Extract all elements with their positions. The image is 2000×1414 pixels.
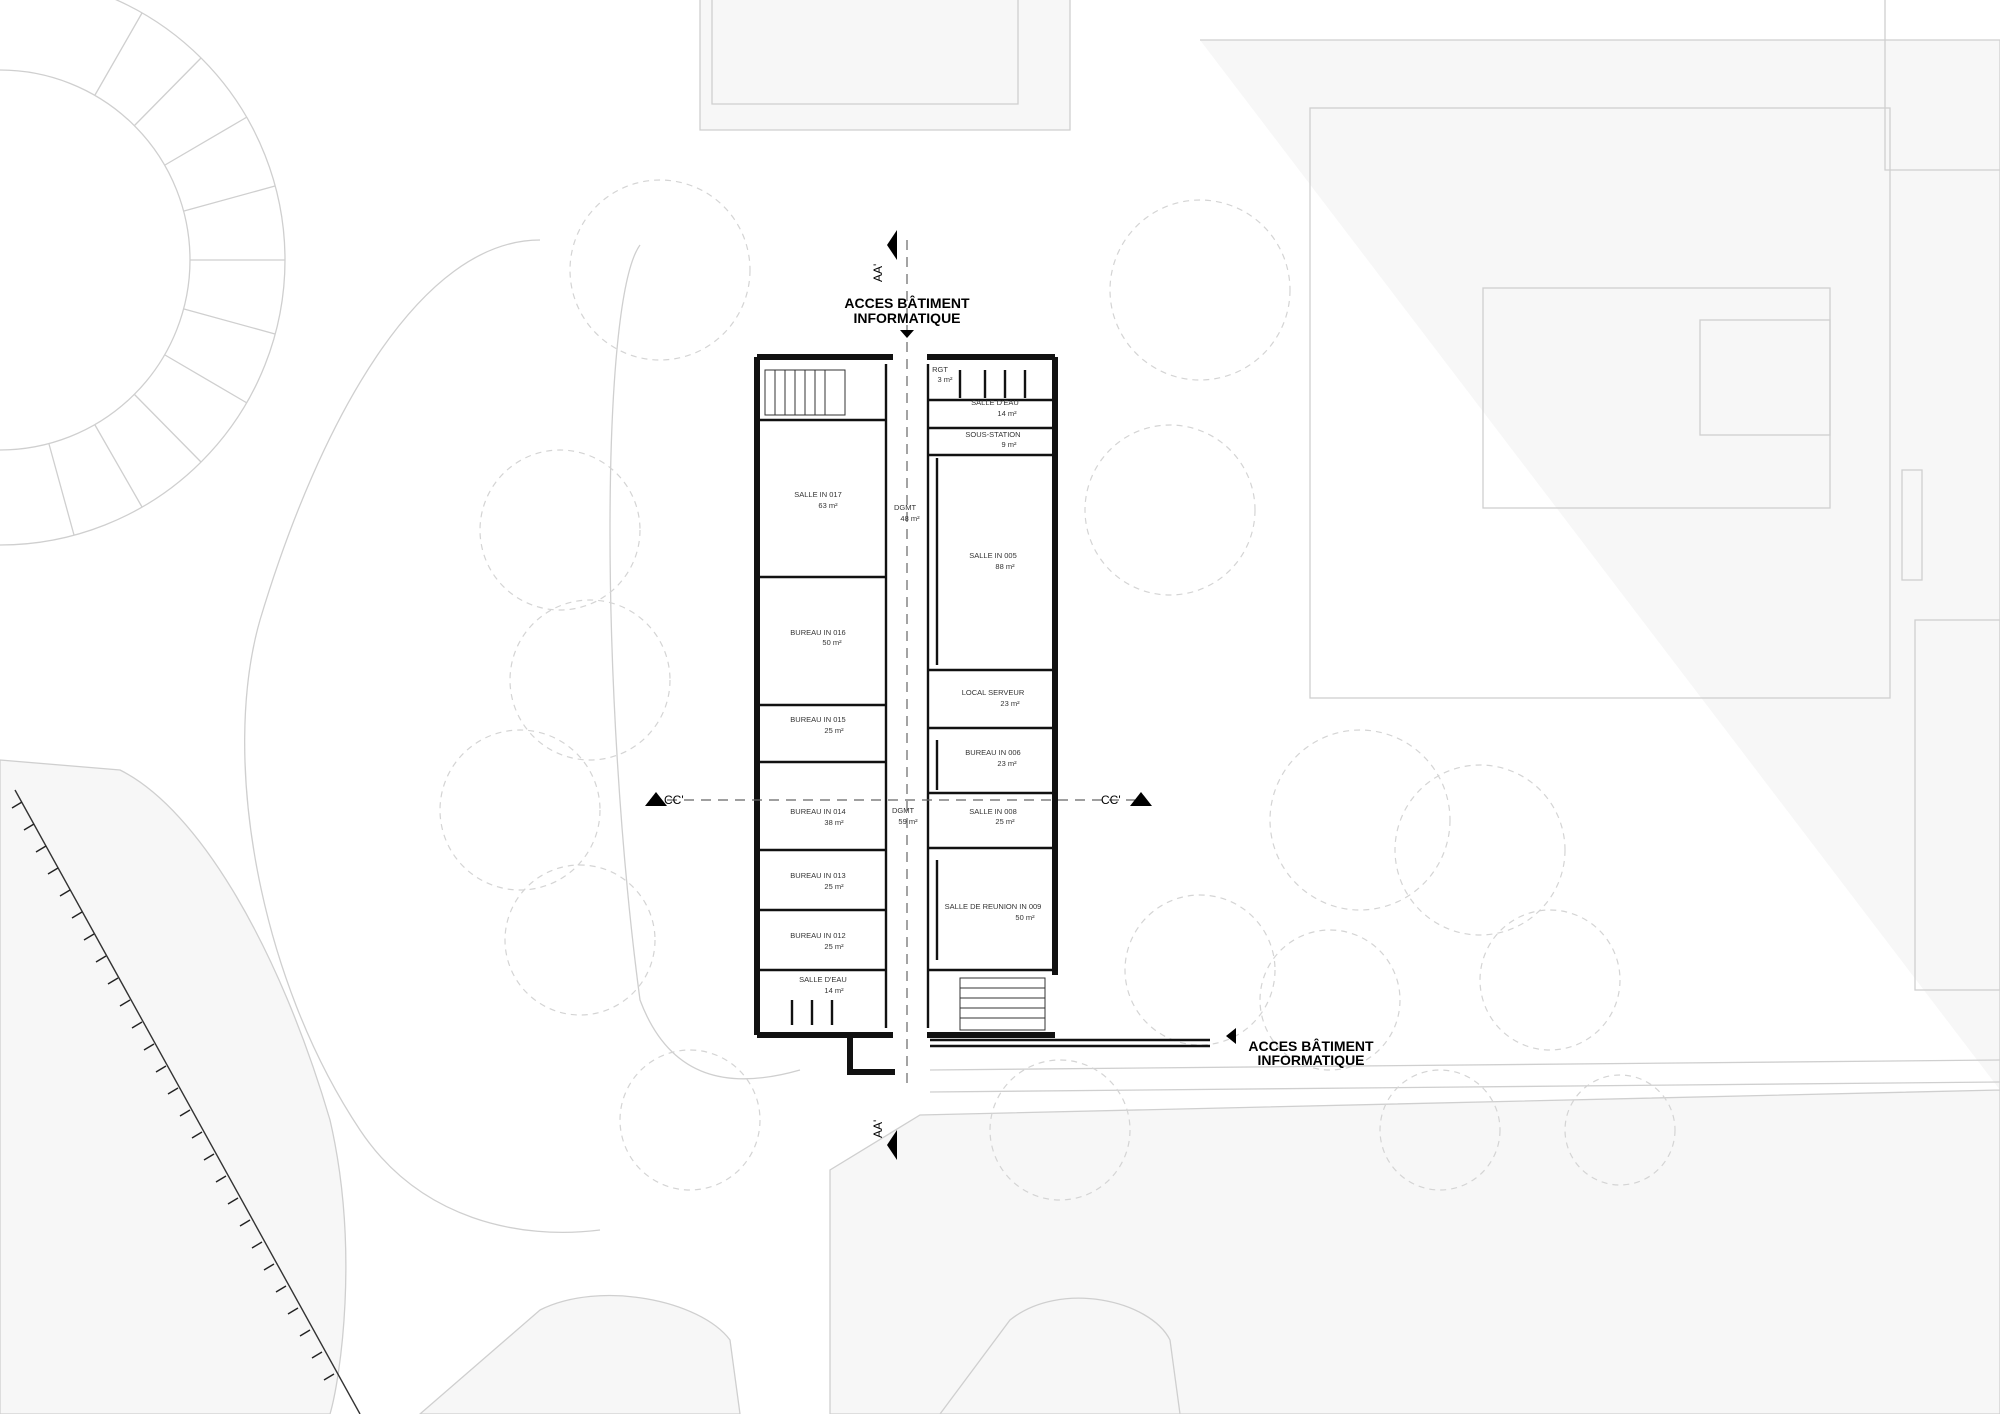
room-bureau-in-014: BUREAU IN 014 38 m² bbox=[790, 807, 845, 827]
room-name: BUREAU IN 014 bbox=[790, 807, 845, 816]
room-area: 50 m² bbox=[822, 638, 842, 647]
room-name: BUREAU IN 012 bbox=[790, 931, 845, 940]
room-area: 63 m² bbox=[818, 501, 838, 510]
room-name: SALLE IN 017 bbox=[794, 490, 842, 499]
room-dgmt-north: DGMT 48 m² bbox=[894, 503, 920, 523]
room-name: BUREAU IN 015 bbox=[790, 715, 845, 724]
access-north-arrow bbox=[900, 330, 914, 338]
access-east-arrow bbox=[1226, 1028, 1236, 1044]
room-rgt: RGT 3 m² bbox=[932, 365, 953, 384]
room-area: 25 m² bbox=[824, 882, 844, 891]
access-north-line1: ACCES BÂTIMENT bbox=[844, 294, 970, 311]
section-label-aa-bottom: AA' bbox=[871, 1120, 885, 1138]
room-name: BUREAU IN 006 bbox=[965, 748, 1020, 757]
room-area: 23 m² bbox=[1000, 699, 1020, 708]
room-area: 88 m² bbox=[995, 562, 1015, 571]
access-label-north: ACCES BÂTIMENT INFORMATIQUE bbox=[844, 294, 970, 338]
section-label-aa-top: AA' bbox=[871, 264, 885, 282]
room-bureau-in-016: BUREAU IN 016 50 m² bbox=[790, 628, 845, 647]
room-name: BUREAU IN 016 bbox=[790, 628, 845, 637]
room-salle-in-017: SALLE IN 017 63 m² bbox=[794, 490, 842, 510]
room-bureau-in-012: BUREAU IN 012 25 m² bbox=[790, 931, 845, 951]
building-outline bbox=[754, 354, 1210, 1075]
room-area: 25 m² bbox=[995, 817, 1015, 826]
section-marker-aa-bottom: AA' bbox=[871, 1120, 897, 1160]
room-area: 3 m² bbox=[938, 375, 954, 384]
access-east-line2: INFORMATIQUE bbox=[1257, 1052, 1364, 1068]
room-area: 25 m² bbox=[824, 942, 844, 951]
railway-ticks bbox=[11, 801, 335, 1381]
section-marker-aa-top: AA' bbox=[871, 230, 897, 282]
section-label-cc-left: CC' bbox=[664, 793, 684, 807]
room-bureau-in-013: BUREAU IN 013 25 m² bbox=[790, 871, 845, 891]
room-salle-de-reunion-in-009: SALLE DE REUNION IN 009 50 m² bbox=[945, 902, 1042, 922]
room-area: 9 m² bbox=[1002, 440, 1018, 449]
room-area: 14 m² bbox=[824, 986, 844, 995]
section-marker-cc-left: CC' bbox=[645, 792, 684, 807]
room-bureau-in-006: BUREAU IN 006 23 m² bbox=[965, 748, 1020, 768]
room-salle-in-005: SALLE IN 005 88 m² bbox=[969, 551, 1017, 571]
room-dgmt-south: DGMT 59 m² bbox=[892, 806, 918, 826]
room-area: 50 m² bbox=[1015, 913, 1035, 922]
stair-bottom-right bbox=[959, 977, 1046, 1031]
room-name: DGMT bbox=[894, 503, 916, 512]
room-salle-in-008: SALLE IN 008 25 m² bbox=[969, 807, 1017, 826]
room-area: 23 m² bbox=[997, 759, 1017, 768]
room-area: 38 m² bbox=[824, 818, 844, 827]
section-lines bbox=[650, 240, 1135, 1090]
room-sous-station: SOUS-STATION 9 m² bbox=[965, 430, 1020, 449]
room-salle-deau-bottom: SALLE D'EAU 14 m² bbox=[799, 975, 847, 995]
room-name: SALLE IN 005 bbox=[969, 551, 1017, 560]
room-name: SALLE IN 008 bbox=[969, 807, 1017, 816]
room-bureau-in-015: BUREAU IN 015 25 m² bbox=[790, 715, 845, 735]
access-east-line1: ACCES BÂTIMENT bbox=[1248, 1037, 1374, 1054]
access-label-east: ACCES BÂTIMENT INFORMATIQUE bbox=[1226, 1028, 1374, 1068]
stair-top-left bbox=[764, 369, 846, 416]
room-name: SOUS-STATION bbox=[965, 430, 1020, 439]
room-name: DGMT bbox=[892, 806, 914, 815]
room-name: SALLE D'EAU bbox=[799, 975, 847, 984]
room-local-serveur: LOCAL SERVEUR 23 m² bbox=[962, 688, 1025, 708]
section-marker-cc-right: CC' bbox=[1101, 792, 1152, 807]
toilet-stalls-top bbox=[958, 370, 1027, 398]
room-area: 48 m² bbox=[900, 514, 920, 523]
room-salle-deau-top: SALLE D'EAU 14 m² bbox=[971, 398, 1019, 418]
room-name: BUREAU IN 013 bbox=[790, 871, 845, 880]
trees bbox=[439, 179, 1676, 1201]
room-name: SALLE DE REUNION IN 009 bbox=[945, 902, 1042, 911]
room-area: 25 m² bbox=[824, 726, 844, 735]
section-label-cc-right: CC' bbox=[1101, 793, 1121, 807]
toilet-stalls-bottom bbox=[790, 1000, 834, 1025]
room-name: SALLE D'EAU bbox=[971, 398, 1019, 407]
room-area: 14 m² bbox=[997, 409, 1017, 418]
room-name: LOCAL SERVEUR bbox=[962, 688, 1025, 697]
room-area: 59 m² bbox=[898, 817, 918, 826]
access-north-line2: INFORMATIQUE bbox=[853, 310, 960, 326]
room-labels: RGT 3 m² SALLE D'EAU 14 m² SOUS-STATION … bbox=[790, 365, 1041, 995]
circular-building-rays bbox=[48, 12, 285, 536]
room-name: RGT bbox=[932, 365, 948, 374]
